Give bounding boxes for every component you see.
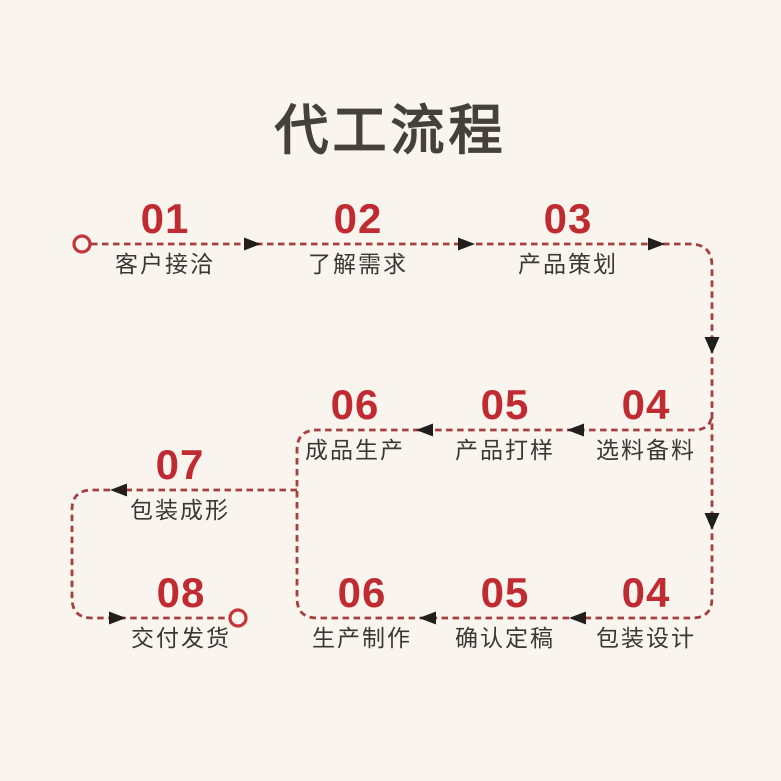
step-label: 生产制作 [312, 625, 412, 651]
step-label: 选料备料 [596, 437, 696, 463]
arrow-left-icon [419, 611, 436, 625]
step-customer-contact: 01 客户接洽 [115, 198, 215, 276]
arrow-left-icon [110, 483, 127, 497]
step-number: 02 [333, 195, 383, 242]
step-finished-production: 06 成品生产 [305, 384, 405, 462]
step-packaging-forming: 07 包装成形 [130, 444, 230, 522]
step-number: 01 [140, 195, 190, 242]
arrow-down-icon [704, 513, 720, 530]
step-label: 包装设计 [596, 625, 696, 651]
step-draft-confirmation: 05 确认定稿 [455, 572, 555, 650]
step-label: 交付发货 [131, 625, 231, 651]
step-number: 06 [337, 569, 387, 616]
end-node-icon [228, 608, 248, 628]
step-delivery: 08 交付发货 [131, 572, 231, 650]
step-number: 03 [543, 195, 593, 242]
step-number: 08 [156, 569, 206, 616]
arrow-down-icon [704, 337, 720, 354]
step-number: 05 [480, 569, 530, 616]
arrow-right-icon [244, 237, 261, 251]
arrow-right-icon [648, 237, 665, 251]
flow-connector-branch [70, 488, 297, 620]
page-title: 代工流程 [274, 101, 507, 161]
step-label: 确认定稿 [455, 625, 555, 651]
step-product-sampling: 05 产品打样 [455, 384, 555, 462]
step-number: 07 [155, 441, 205, 488]
flow-connector-main [91, 242, 714, 620]
arrow-left-icon [569, 611, 586, 625]
step-label: 客户接洽 [115, 251, 215, 277]
step-label: 了解需求 [308, 251, 408, 277]
arrow-left-icon [567, 423, 584, 437]
arrow-left-icon [416, 423, 433, 437]
step-number: 06 [330, 381, 380, 428]
step-number: 04 [621, 569, 671, 616]
step-packaging-design: 04 包装设计 [596, 572, 696, 650]
start-node-icon [72, 234, 92, 254]
step-label: 产品策划 [518, 251, 618, 277]
arrow-right-icon [109, 611, 126, 625]
arrow-right-icon [458, 237, 475, 251]
step-production-making: 06 生产制作 [312, 572, 412, 650]
step-number: 05 [480, 381, 530, 428]
step-understand-needs: 02 了解需求 [308, 198, 408, 276]
step-label: 成品生产 [305, 437, 405, 463]
step-product-planning: 03 产品策划 [518, 198, 618, 276]
step-label: 包装成形 [130, 497, 230, 523]
step-material-selection: 04 选料备料 [596, 384, 696, 462]
step-number: 04 [621, 381, 671, 428]
step-label: 产品打样 [455, 437, 555, 463]
